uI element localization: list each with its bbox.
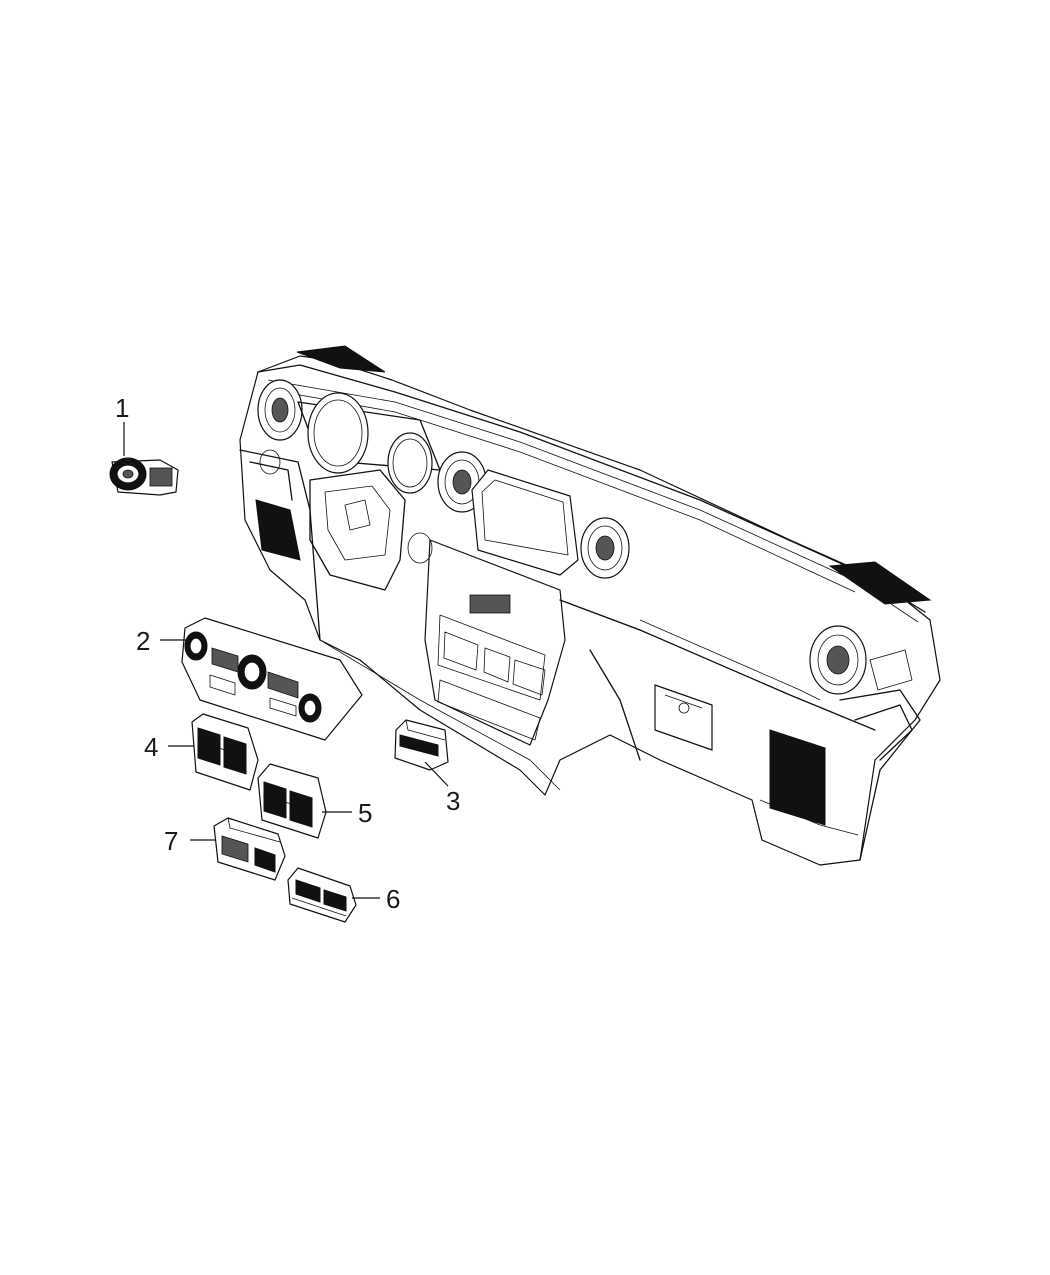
callout-6: 6 — [386, 884, 400, 914]
center-right-vent — [580, 517, 630, 579]
left-lower-panel — [239, 449, 321, 641]
passenger-panel — [559, 599, 876, 761]
leader-line-3 — [424, 761, 449, 787]
glove-box — [654, 684, 713, 751]
center-stack — [407, 532, 566, 746]
part-4-switch-bank — [191, 713, 259, 791]
callout-1: 1 — [115, 393, 129, 423]
instrument-cluster — [297, 392, 441, 494]
part-7-switch-panel — [213, 817, 286, 881]
right-lower-panel — [769, 649, 921, 861]
part-3-switch — [394, 719, 449, 771]
callout-7: 7 — [164, 826, 178, 856]
callout-4: 4 — [144, 732, 158, 762]
right-vent — [809, 625, 867, 695]
part-2-climate-control — [181, 617, 363, 741]
instrument-panel — [239, 345, 941, 866]
touchscreen-display — [471, 469, 579, 576]
part-5-switch-bank — [257, 763, 327, 839]
callout-2: 2 — [136, 626, 150, 656]
part-1-switch — [109, 457, 179, 496]
left-vent — [257, 379, 303, 441]
callout-5: 5 — [358, 798, 372, 828]
part-6-switch-panel — [287, 867, 357, 923]
callout-3: 3 — [446, 786, 460, 816]
